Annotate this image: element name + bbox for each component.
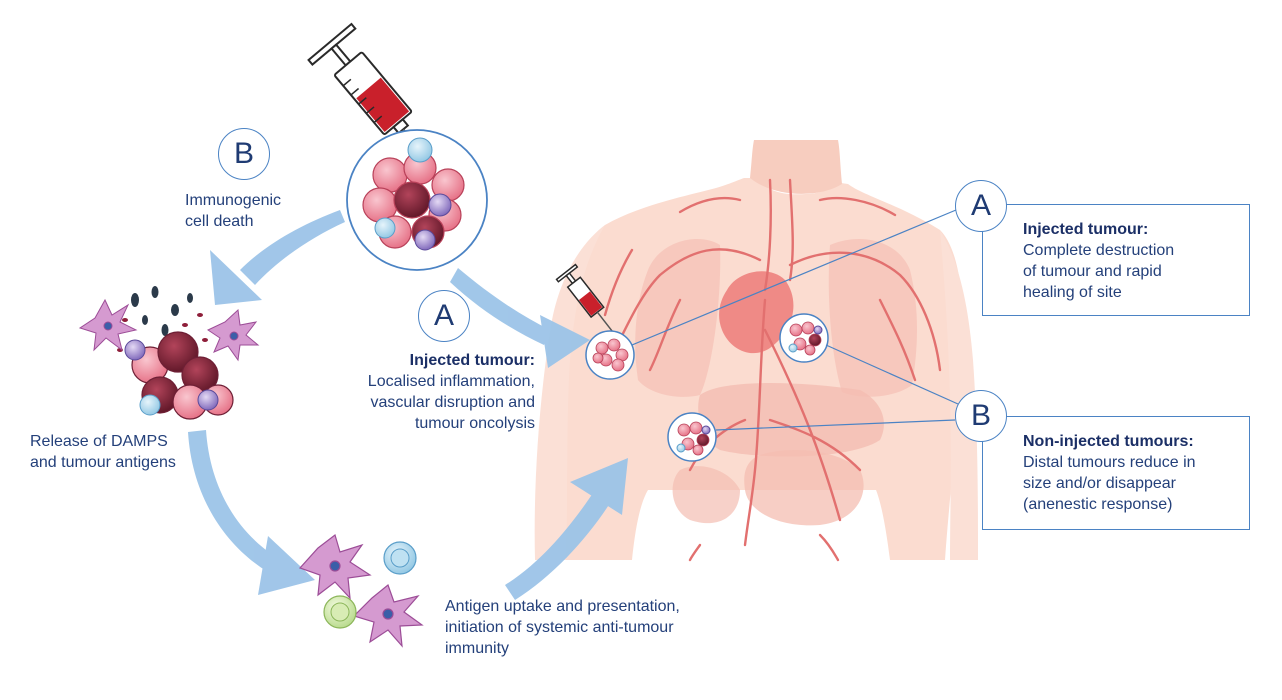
label-b-immunogenic: B: [218, 128, 270, 180]
tumour-cluster-icon: [346, 129, 488, 271]
info-box-non-injected: Non-injected tumours: Distal tumours red…: [982, 416, 1250, 530]
arrow-to-torso-injected: [450, 268, 590, 368]
text-immunogenic-cell-death: Immunogenic cell death: [185, 190, 281, 232]
non-injected-tumour-site-abdomen: [667, 412, 717, 462]
label-b-box: B: [955, 390, 1007, 442]
injected-tumour-site: [585, 330, 635, 380]
box-b-line2: size and/or disappear: [1023, 475, 1176, 492]
dying-tumour-cluster-icon: [78, 286, 260, 420]
injected-line1: Localised inflammation,: [367, 373, 535, 390]
release-line1: Release of DAMPS: [30, 433, 168, 450]
release-line2: and tumour antigens: [30, 454, 176, 471]
human-torso-icon: [534, 140, 978, 562]
flow-arrows: [188, 210, 628, 600]
syringe-icon: [307, 22, 441, 173]
label-a-box: A: [955, 180, 1007, 232]
box-a-line1: Complete destruction: [1023, 242, 1175, 259]
arrow-to-torso-immunity: [505, 458, 628, 600]
text-injected-tumour: Injected tumour: Localised inflammation,…: [345, 350, 535, 434]
injected-heading: Injected tumour:: [409, 352, 535, 369]
antigen-line2: initiation of systemic anti-tumour: [445, 619, 674, 636]
label-a-injected: A: [418, 290, 470, 342]
box-a-heading: Injected tumour:: [1023, 221, 1149, 238]
connector-lines: [631, 209, 959, 431]
injected-line2: vascular disruption and: [370, 394, 535, 411]
arrow-to-immune-cells: [188, 430, 315, 595]
immunogenic-line2: cell death: [185, 213, 254, 230]
dendritic-cell-icon: [298, 533, 424, 648]
box-a-line3: healing of site: [1023, 284, 1122, 301]
immunogenic-line1: Immunogenic: [185, 192, 282, 209]
text-antigen-uptake: Antigen uptake and presentation, initiat…: [445, 596, 680, 659]
box-b-heading: Non-injected tumours:: [1023, 433, 1194, 450]
non-injected-tumour-site-chest: [779, 313, 829, 363]
small-syringe-icon: [555, 263, 616, 336]
box-a-line2: of tumour and rapid: [1023, 263, 1162, 280]
info-box-injected: Injected tumour: Complete destruction of…: [982, 204, 1250, 316]
immune-cells-group: [298, 533, 424, 648]
box-b-line1: Distal tumours reduce in: [1023, 454, 1196, 471]
text-release-damps: Release of DAMPS and tumour antigens: [30, 431, 176, 473]
box-b-line3: (anenestic response): [1023, 496, 1173, 513]
injected-line3: tumour oncolysis: [414, 415, 535, 432]
antigen-line1: Antigen uptake and presentation,: [445, 598, 680, 615]
antigen-line3: immunity: [445, 640, 510, 657]
arrow-to-release: [210, 210, 345, 305]
